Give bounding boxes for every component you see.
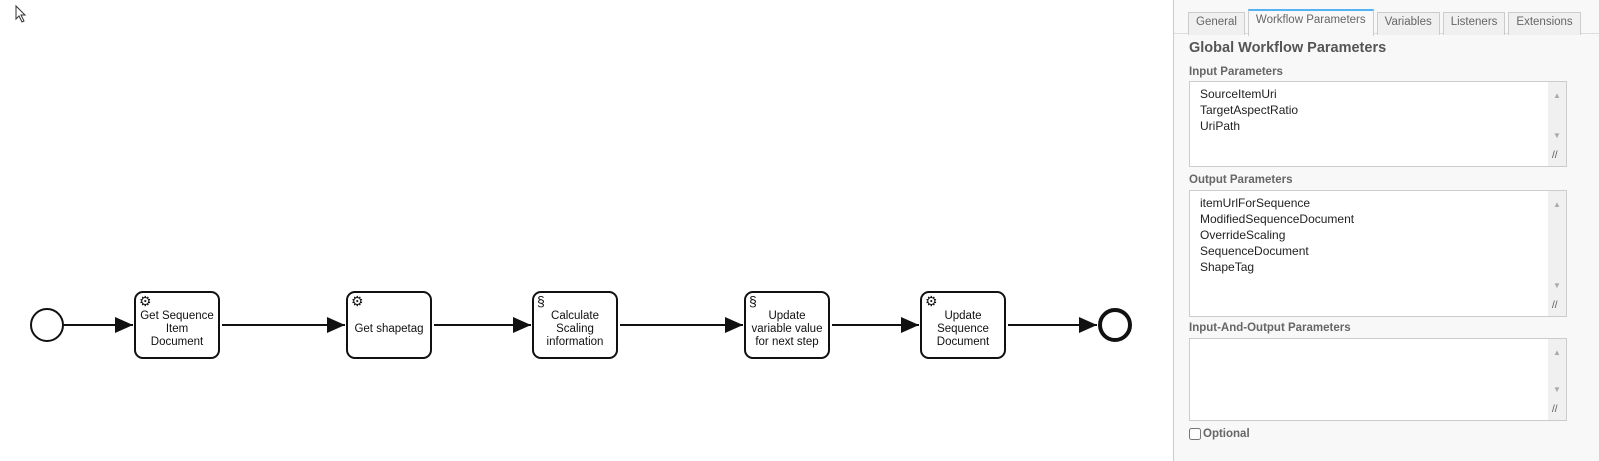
task-get-shapetag[interactable]: ⚙Get shapetag bbox=[346, 291, 432, 359]
script-icon: § bbox=[537, 293, 545, 309]
output-param: ModifiedSequenceDocument bbox=[1200, 212, 1355, 226]
scrollbar[interactable]: ▲▼// bbox=[1548, 82, 1566, 166]
optional-checkbox-row[interactable]: Optional bbox=[1189, 428, 1250, 440]
tab-workflow-parameters[interactable]: Workflow Parameters bbox=[1247, 9, 1374, 36]
gear-icon: ⚙ bbox=[925, 293, 938, 309]
resize-handle-icon: // bbox=[1552, 150, 1558, 161]
output-param: ShapeTag bbox=[1200, 260, 1255, 274]
bpmn-canvas[interactable]: ⚙Get Sequence Item Document ⚙Get shapeta… bbox=[0, 0, 1173, 461]
input-parameters-textarea[interactable]: SourceItemUri TargetAspectRatio UriPath … bbox=[1189, 81, 1567, 167]
output-param: SequenceDocument bbox=[1200, 244, 1309, 258]
task-update-variable[interactable]: §Update variable value for next step bbox=[744, 291, 830, 359]
input-param: TargetAspectRatio bbox=[1200, 103, 1299, 117]
output-parameters-label: Output Parameters bbox=[1189, 174, 1293, 186]
properties-panel: General Workflow Parameters Variables Li… bbox=[1173, 0, 1599, 461]
tab-bar: General Workflow Parameters Variables Li… bbox=[1188, 9, 1581, 36]
sequence-flows bbox=[15, 4, 1132, 342]
task-update-sequence-document[interactable]: ⚙Update Sequence Document bbox=[920, 291, 1006, 359]
output-param: OverrideScaling bbox=[1200, 228, 1286, 242]
task-get-sequence-item-document[interactable]: ⚙Get Sequence Item Document bbox=[134, 291, 220, 359]
output-parameters-textarea[interactable]: itemUrlForSequence ModifiedSequenceDocum… bbox=[1189, 190, 1567, 317]
output-param: itemUrlForSequence bbox=[1200, 196, 1311, 210]
optional-checkbox[interactable] bbox=[1189, 428, 1201, 440]
resize-handle-icon: // bbox=[1552, 300, 1558, 311]
scrollbar[interactable]: ▲▼// bbox=[1548, 191, 1566, 316]
mouse-cursor-icon bbox=[15, 4, 27, 23]
scrollbar[interactable]: ▲▼// bbox=[1548, 339, 1566, 420]
inout-parameters-textarea[interactable]: ▲▼// bbox=[1189, 338, 1567, 421]
input-param: UriPath bbox=[1200, 119, 1241, 133]
gear-icon: ⚙ bbox=[351, 293, 364, 309]
end-event[interactable] bbox=[1098, 308, 1132, 342]
tab-general[interactable]: General bbox=[1188, 12, 1245, 35]
inout-parameters-label: Input-And-Output Parameters bbox=[1189, 322, 1351, 334]
tab-extensions[interactable]: Extensions bbox=[1508, 12, 1581, 35]
resize-handle-icon: // bbox=[1552, 404, 1558, 415]
panel-title: Global Workflow Parameters bbox=[1189, 40, 1387, 56]
input-parameters-label: Input Parameters bbox=[1189, 66, 1283, 78]
tab-variables[interactable]: Variables bbox=[1376, 12, 1440, 35]
script-icon: § bbox=[749, 293, 757, 309]
input-param: SourceItemUri bbox=[1200, 87, 1277, 101]
gear-icon: ⚙ bbox=[139, 293, 152, 309]
start-event[interactable] bbox=[30, 308, 64, 342]
tab-listeners[interactable]: Listeners bbox=[1442, 12, 1506, 35]
task-calculate-scaling[interactable]: §Calculate Scaling information bbox=[532, 291, 618, 359]
